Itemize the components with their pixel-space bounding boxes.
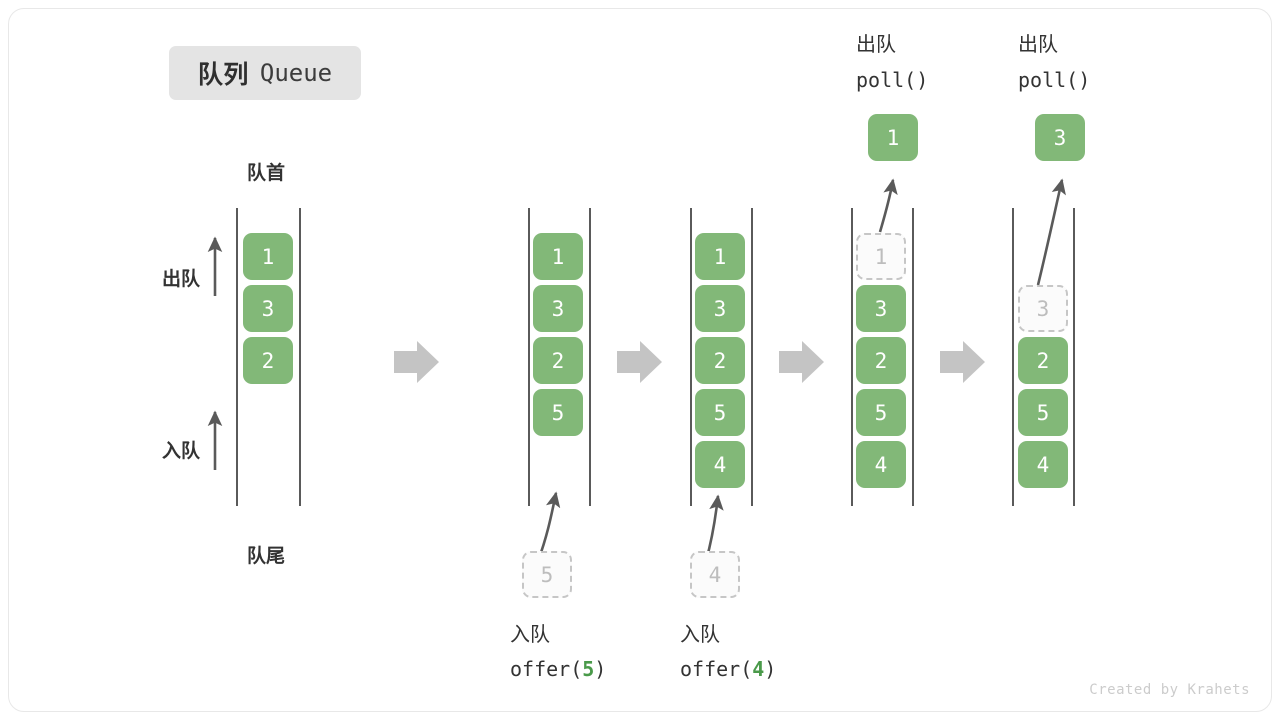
caption-poll-3-cn: 出队: [1018, 34, 1058, 56]
queue-item: 4: [1018, 441, 1068, 488]
offer-4-code-suffix: ): [764, 657, 777, 681]
rail-left-col3: [690, 208, 692, 506]
rail-right-col1: [299, 208, 301, 506]
caption-poll-1-code: poll(): [856, 68, 929, 92]
caption-offer-4-code: offer(4): [680, 652, 776, 687]
credit-text: Created by Krahets: [1089, 682, 1250, 698]
ghost-item-poll-3: 3: [1018, 285, 1068, 332]
caption-offer-5-cn: 入队: [510, 624, 550, 646]
offer-5-code-num: 5: [582, 657, 595, 681]
rail-right-col2: [589, 208, 591, 506]
offer-5-code-prefix: offer(: [510, 657, 583, 681]
caption-poll-1-cn: 出队: [856, 34, 896, 56]
queue-item-new: 5: [533, 389, 583, 436]
rail-right-col3: [751, 208, 753, 506]
queue-item: 5: [1018, 389, 1068, 436]
offer-4-code-prefix: offer(: [680, 657, 753, 681]
rail-left-col4: [851, 208, 853, 506]
popped-item-1: 1: [868, 114, 918, 161]
queue-item: 2: [243, 337, 293, 384]
offer-4-code-num: 4: [752, 657, 765, 681]
queue-item: 3: [533, 285, 583, 332]
caption-poll-3: 出队 poll(): [1018, 28, 1090, 98]
caption-offer-4-cn: 入队: [680, 624, 720, 646]
queue-item: 2: [533, 337, 583, 384]
queue-item: 3: [856, 285, 906, 332]
popped-item-3: 3: [1035, 114, 1085, 161]
rail-left-col5: [1012, 208, 1014, 506]
ghost-item-offer-5: 5: [522, 551, 572, 598]
enqueue-side-label: 入队: [161, 441, 200, 462]
caption-offer-5: 入队 offer(5): [510, 618, 606, 687]
title-cn: 队列: [197, 61, 249, 89]
caption-poll-1: 出队 poll(): [856, 28, 928, 98]
queue-item: 2: [1018, 337, 1068, 384]
caption-offer-5-code: offer(5): [510, 652, 606, 687]
queue-item: 3: [695, 285, 745, 332]
queue-item: 4: [856, 441, 906, 488]
queue-item: 5: [856, 389, 906, 436]
offer-5-code-suffix: ): [594, 657, 607, 681]
queue-item-new: 4: [695, 441, 745, 488]
caption-poll-3-code: poll(): [1018, 68, 1091, 92]
queue-rear-label: 队尾: [246, 546, 285, 567]
queue-item: 5: [695, 389, 745, 436]
queue-item: 3: [243, 285, 293, 332]
queue-item: 1: [243, 233, 293, 280]
title-badge: 队列 Queue: [169, 46, 361, 100]
queue-item: 2: [695, 337, 745, 384]
queue-item: 1: [695, 233, 745, 280]
rail-right-col4: [912, 208, 914, 506]
dequeue-side-label: 出队: [161, 269, 200, 290]
caption-offer-4: 入队 offer(4): [680, 618, 776, 687]
diagram-card: [8, 8, 1272, 712]
queue-item: 2: [856, 337, 906, 384]
rail-left-col1: [236, 208, 238, 506]
rail-right-col5: [1073, 208, 1075, 506]
ghost-item-poll-1: 1: [856, 233, 906, 280]
rail-left-col2: [528, 208, 530, 506]
ghost-item-offer-4: 4: [690, 551, 740, 598]
queue-front-label: 队首: [246, 163, 285, 184]
queue-item: 1: [533, 233, 583, 280]
title-en: Queue: [259, 59, 333, 87]
